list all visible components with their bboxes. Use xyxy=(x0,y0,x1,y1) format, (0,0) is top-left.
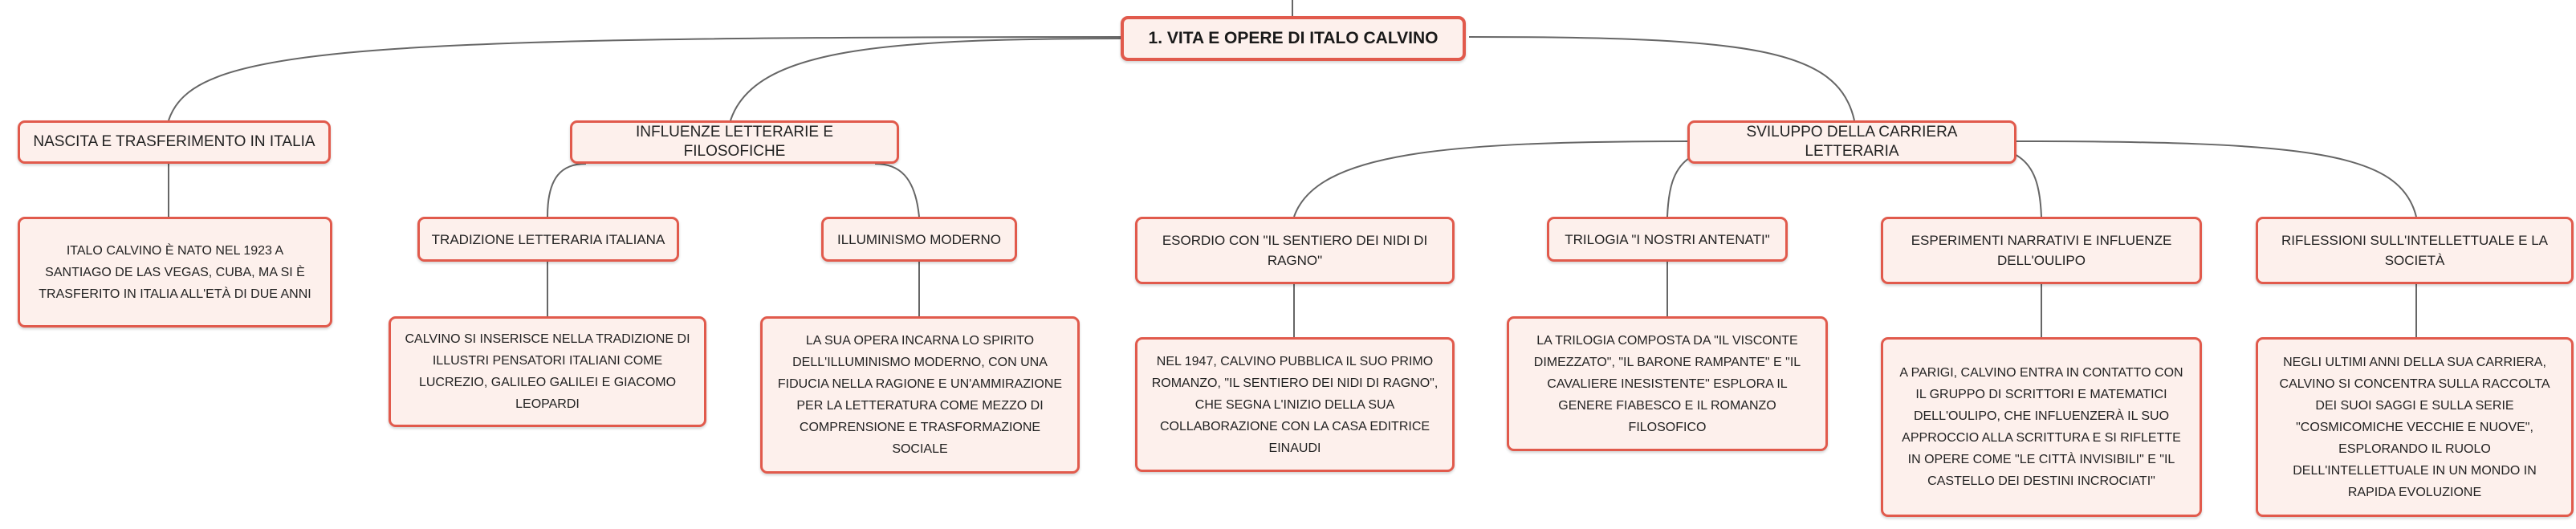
trilogia-node[interactable]: TRILOGIA "I NOSTRI ANTENATI" xyxy=(1547,217,1788,262)
branch-nascita-node[interactable]: NASCITA E TRASFERIMENTO IN ITALIA xyxy=(18,120,331,164)
connector-root-sviluppo xyxy=(1468,36,1855,121)
connector-influenze-tradizione xyxy=(547,163,587,218)
tradizione-node[interactable]: TRADIZIONE LETTERARIA ITALIANA xyxy=(417,217,679,262)
connector-sviluppo-esordio xyxy=(1293,140,1691,218)
riflessioni-detail-node[interactable]: NEGLI ULTIMI ANNI DELLA SUA CARRIERA, CA… xyxy=(2256,337,2574,517)
tradizione-detail-node[interactable]: CALVINO SI INSERISCE NELLA TRADIZIONE DI… xyxy=(389,316,706,427)
esordio-detail-node[interactable]: NEL 1947, CALVINO PUBBLICA IL SUO PRIMO … xyxy=(1135,337,1455,472)
branch-influenze-node[interactable]: INFLUENZE LETTERARIE E FILOSOFICHE xyxy=(570,120,899,164)
illuminismo-node[interactable]: ILLUMINISMO MODERNO xyxy=(821,217,1017,262)
connector-root-influenze xyxy=(730,38,1133,121)
illuminismo-detail-node[interactable]: LA SUA OPERA INCARNA LO SPIRITO DELL'ILL… xyxy=(760,316,1080,474)
connector-root-nascita xyxy=(168,36,1125,121)
connector-sviluppo-riflessioni xyxy=(2014,140,2417,218)
esperimenti-node[interactable]: ESPERIMENTI NARRATIVI E INFLUENZE DELL'O… xyxy=(1881,217,2202,284)
connector-influenze-illuminismo xyxy=(874,163,920,218)
trilogia-detail-node[interactable]: LA TRILOGIA COMPOSTA DA "IL VISCONTE DIM… xyxy=(1507,316,1828,451)
nascita-detail-node[interactable]: ITALO CALVINO È NATO NEL 1923 A SANTIAGO… xyxy=(18,217,332,328)
esordio-node[interactable]: ESORDIO CON "IL SENTIERO DEI NIDI DI RAG… xyxy=(1135,217,1455,284)
root-node[interactable]: 1. VITA E OPERE DI ITALO CALVINO xyxy=(1121,16,1466,61)
esperimenti-detail-node[interactable]: A PARIGI, CALVINO ENTRA IN CONTATTO CON … xyxy=(1881,337,2202,517)
riflessioni-node[interactable]: RIFLESSIONI SULL'INTELLETTUALE E LA SOCI… xyxy=(2256,217,2574,284)
branch-sviluppo-node[interactable]: SVILUPPO DELLA CARRIERA LETTERARIA xyxy=(1687,120,2016,164)
